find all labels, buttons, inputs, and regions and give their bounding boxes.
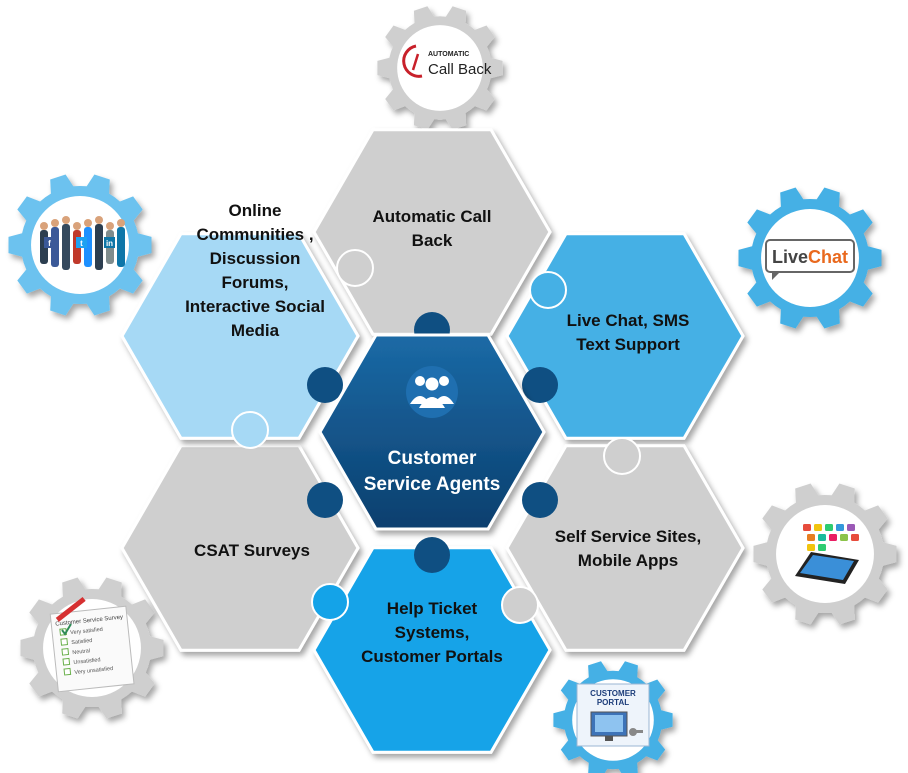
channel-label-line: Back — [412, 231, 453, 250]
social-media-people-icon: f t in — [40, 216, 125, 270]
survey-option: Very satisfied — [70, 627, 103, 636]
self-service-label: Self Service Sites, Mobile Apps — [555, 527, 701, 570]
channel-label-line: Systems, — [395, 623, 470, 642]
channel-label-line: Discussion — [210, 249, 301, 268]
channel-label-line: Help Ticket — [387, 599, 478, 618]
center-label-line: Service Agents — [364, 474, 501, 495]
survey-option: Satisfied — [71, 638, 93, 646]
survey-option: Unsatisfied — [73, 657, 101, 666]
puzzle-knob — [603, 437, 641, 475]
center-puzzle-knob — [414, 537, 450, 573]
portal-label-line2: PORTAL — [597, 698, 629, 707]
people-group-icon — [406, 366, 458, 418]
puzzle-knob — [231, 411, 269, 449]
self-service-hexagon — [505, 444, 745, 652]
social-badge: in — [106, 239, 113, 248]
livechat-logo-live: Live — [772, 247, 808, 267]
automatic-call-back-gear — [377, 6, 503, 130]
channel-label-line: Live Chat, SMS — [567, 311, 690, 330]
call-back-logo-main: Call Back — [428, 61, 492, 78]
channel-label-line: Text Support — [576, 335, 680, 354]
channel-label-line: Automatic Call — [372, 207, 491, 226]
social-badge: f — [48, 239, 51, 248]
puzzle-knob — [311, 583, 349, 621]
channel-label-line: Interactive Social — [185, 297, 325, 316]
puzzle-knob — [336, 249, 374, 287]
channel-label-line: Forums, — [221, 273, 288, 292]
center-puzzle-knob — [307, 482, 343, 518]
puzzle-knob — [529, 271, 567, 309]
channel-label-line: Communities , — [196, 225, 313, 244]
channel-label-line: Online — [229, 201, 282, 220]
channel-label-line: Self Service Sites, — [555, 527, 701, 546]
csat-label: CSAT Surveys — [194, 541, 310, 560]
center-puzzle-knob — [522, 367, 558, 403]
center-label-line: Customer — [388, 448, 477, 469]
call-back-logo-top: AUTOMATIC — [428, 51, 469, 58]
center-puzzle-knob — [522, 482, 558, 518]
livechat-logo-icon: LiveChat — [765, 239, 855, 280]
self-service-gear — [753, 483, 897, 625]
center-puzzle-knob — [307, 367, 343, 403]
smartphone-apps-icon — [795, 524, 859, 584]
channel-label-line: Customer Portals — [361, 647, 503, 666]
channel-label-line: Mobile Apps — [578, 551, 678, 570]
portal-label-line1: CUSTOMER — [590, 689, 636, 698]
automatic-call-back-hexagon — [312, 128, 552, 336]
help-ticket-hexagon — [312, 546, 552, 754]
puzzle-knob — [501, 586, 539, 624]
csat-hexagon — [120, 444, 360, 652]
livechat-logo-chat: Chat — [808, 247, 848, 267]
channel-label-line: Media — [231, 321, 280, 340]
channel-label-line: CSAT Surveys — [194, 541, 310, 560]
automatic-call-back-logo-icon: AUTOMATIC Call Back — [402, 44, 492, 78]
live-chat-label: Live Chat, SMS Text Support — [567, 311, 690, 354]
survey-option: Neutral — [72, 648, 90, 656]
center-hexagon-shape — [318, 333, 546, 531]
online-communities-hexagon — [120, 232, 360, 440]
livechat-logo-text: LiveChat — [772, 247, 848, 267]
social-badge: t — [80, 239, 83, 248]
survey-option: Very unsatisfied — [74, 666, 113, 676]
